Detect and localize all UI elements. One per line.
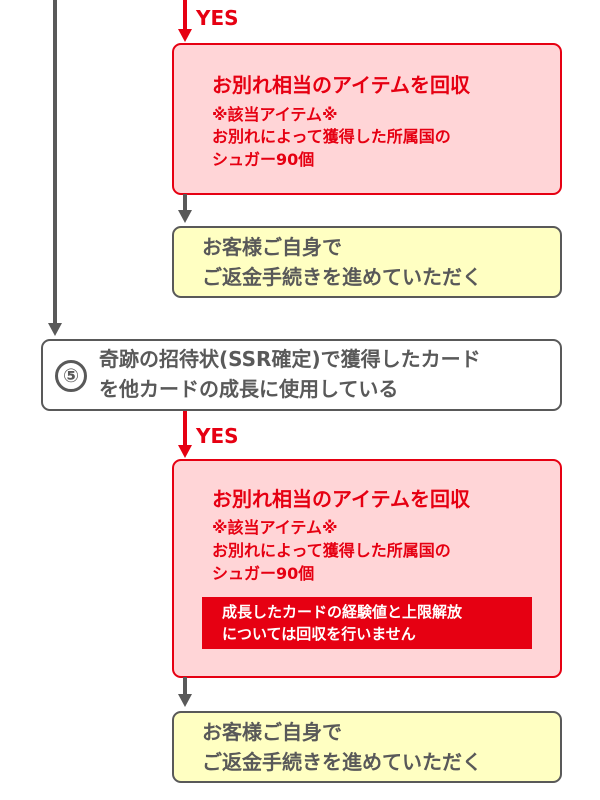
refund-text: お客様ご自身で ご返金手続きを進めていただく xyxy=(202,232,482,292)
question-box-5: ⑤ 奇跡の招待状(SSR確定)で獲得したカード を他カードの成長に使用している xyxy=(41,339,562,411)
connector xyxy=(183,677,187,695)
arrow-down-icon xyxy=(178,29,192,42)
refund-box-1: お客様ご自身で ご返金手続きを進めていただく xyxy=(172,226,562,298)
refund-line: お客様ご自身で xyxy=(202,235,342,259)
recovery-box-2: お別れ相当のアイテムを回収 ※該当アイテム※ お別れによって獲得した所属国の シ… xyxy=(172,459,562,678)
refund-line: ご返金手続きを進めていただく xyxy=(202,750,482,774)
connector xyxy=(183,194,187,211)
recovery-note-line: お別れによって獲得した所属国の xyxy=(212,541,451,560)
arrow-down-icon xyxy=(178,694,192,707)
recovery-title: お別れ相当のアイテムを回収 xyxy=(212,487,470,511)
refund-line: お客様ご自身で xyxy=(202,720,342,744)
recovery-box-1: お別れ相当のアイテムを回収 ※該当アイテム※ お別れによって獲得した所属国の シ… xyxy=(172,43,562,195)
recovery-note-line: ※該当アイテム※ xyxy=(212,105,338,124)
recovery-note-line: お別れによって獲得した所属国の xyxy=(212,127,451,146)
recovery-note-line: ※該当アイテム※ xyxy=(212,518,338,537)
question-text: 奇跡の招待状(SSR確定)で獲得したカード を他カードの成長に使用している xyxy=(99,344,481,404)
recovery-note-line: シュガー90個 xyxy=(212,150,315,169)
refund-text: お客様ご自身で ご返金手続きを進めていただく xyxy=(202,717,482,777)
main-flow-line xyxy=(53,0,57,324)
banner-line: については回収を行いません xyxy=(222,625,416,643)
question-line: を他カードの成長に使用している xyxy=(99,377,399,401)
banner-line: 成長したカードの経験値と上限解放 xyxy=(222,603,463,621)
yes-connector-2 xyxy=(183,411,187,446)
recovery-title: お別れ相当のアイテムを回収 xyxy=(212,73,470,97)
question-line: 奇跡の招待状(SSR確定)で獲得したカード xyxy=(99,347,481,371)
yes-label-2: YES xyxy=(196,424,239,448)
refund-box-2: お客様ご自身で ご返金手続きを進めていただく xyxy=(172,711,562,783)
recovery-note-line: シュガー90個 xyxy=(212,564,315,583)
yes-connector-1 xyxy=(183,0,187,30)
arrow-down-icon xyxy=(178,210,192,223)
yes-label-1: YES xyxy=(196,6,239,30)
exclusion-banner: 成長したカードの経験値と上限解放 については回収を行いません xyxy=(202,597,532,649)
arrow-down-icon xyxy=(48,323,62,336)
arrow-down-icon xyxy=(178,445,192,458)
step-number-badge: ⑤ xyxy=(55,360,87,392)
refund-line: ご返金手続きを進めていただく xyxy=(202,265,482,289)
